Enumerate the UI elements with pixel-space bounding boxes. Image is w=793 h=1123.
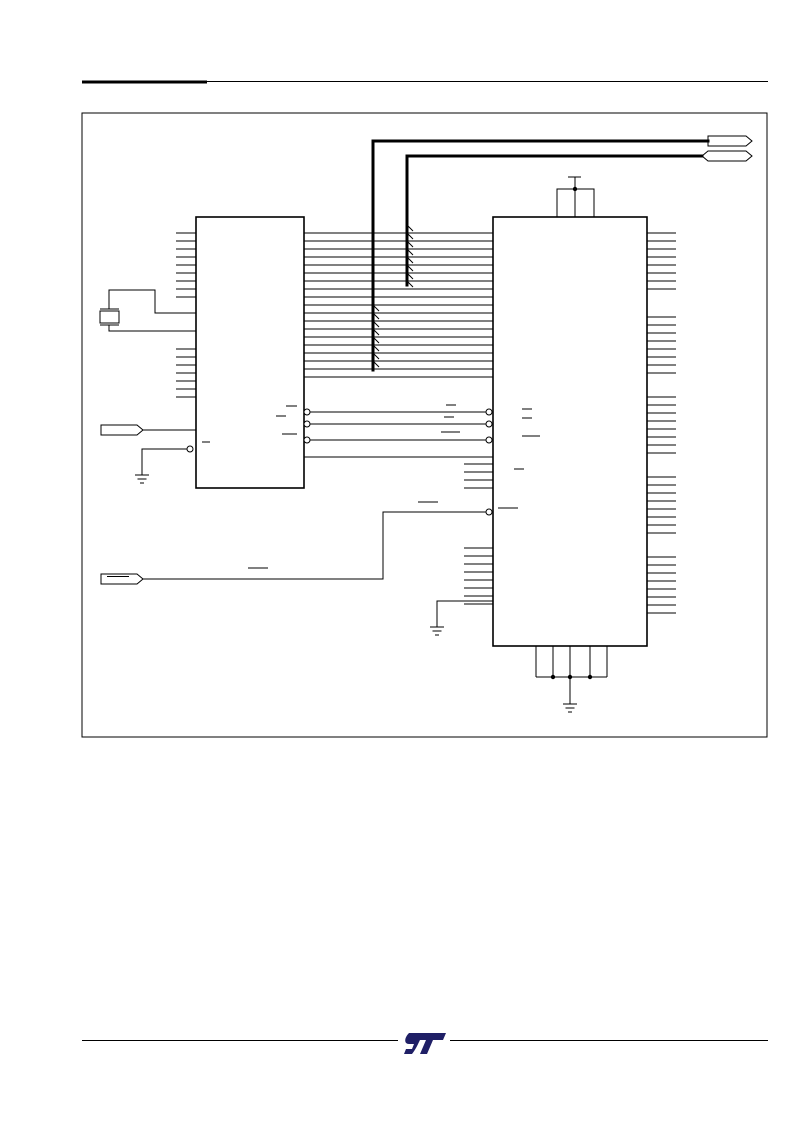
bus-tap <box>372 304 380 312</box>
figure-frame <box>81 112 768 738</box>
bus-tap <box>372 312 380 320</box>
bus-tap <box>406 248 414 256</box>
left-chip <box>195 216 305 489</box>
address-bus <box>371 139 710 372</box>
supply-connection <box>556 176 595 217</box>
bus-tap <box>406 232 414 240</box>
input-connector-upper <box>100 424 196 436</box>
input-connector-lower <box>100 501 518 585</box>
bus-tap <box>372 320 380 328</box>
bus-tap <box>406 224 414 232</box>
header-rule <box>82 80 768 84</box>
bus-tap <box>406 240 414 248</box>
left-chip-left-pins <box>176 232 196 398</box>
bus-connectors <box>701 135 753 162</box>
bus-tap <box>372 328 380 336</box>
right-chip <box>492 216 648 647</box>
left-ground <box>135 445 194 484</box>
bus-connector-upper <box>707 135 753 147</box>
control-lines <box>202 404 540 470</box>
right-chip-left-pins <box>464 463 493 605</box>
right-chip-right-pins <box>647 232 676 614</box>
bus-tap <box>406 280 414 288</box>
bus-tap <box>372 336 380 344</box>
bus-tap <box>372 360 380 368</box>
bus-tap <box>406 264 414 272</box>
bus-tap <box>406 272 414 280</box>
bus-connector-lower <box>701 150 753 162</box>
inter-chip-lines <box>304 232 493 378</box>
bus-tap <box>372 352 380 360</box>
st-logo-icon <box>404 1033 446 1054</box>
bus-taps <box>372 224 414 368</box>
crystal-icon <box>99 289 196 332</box>
bus-tap <box>406 256 414 264</box>
data-bus <box>405 154 704 287</box>
bus-tap <box>372 344 380 352</box>
right-ground-bottom <box>535 646 608 713</box>
right-ground-left <box>430 600 493 636</box>
